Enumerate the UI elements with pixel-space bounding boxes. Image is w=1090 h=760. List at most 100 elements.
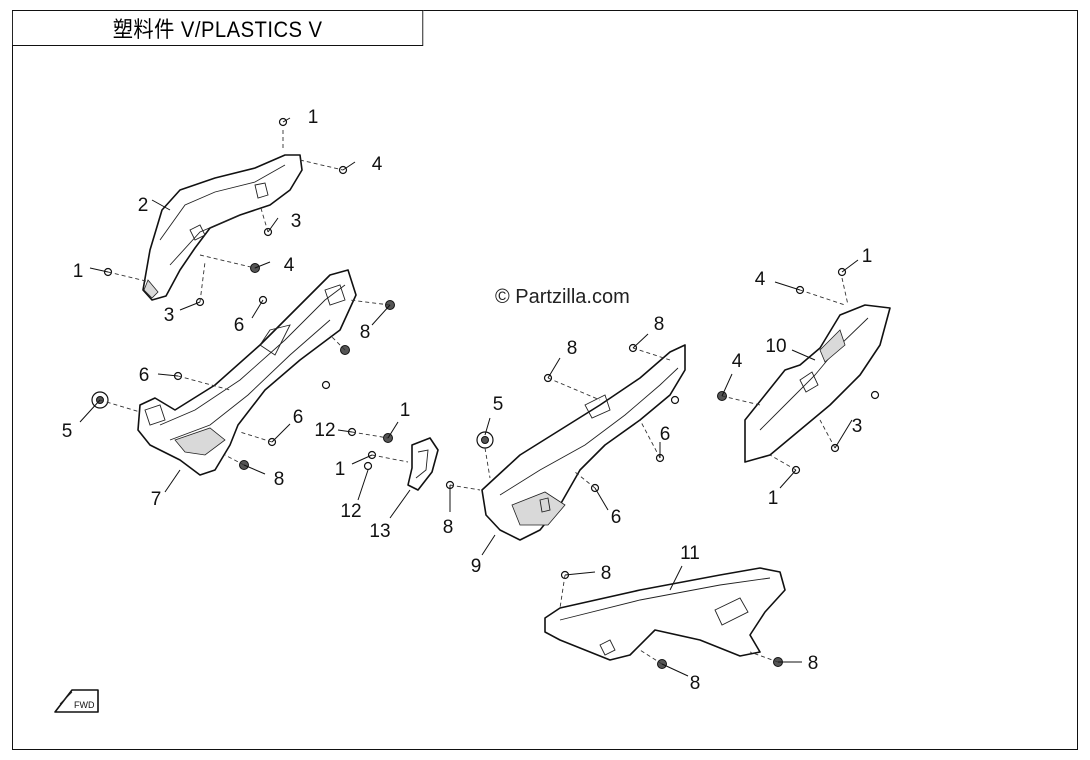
callout-c8d: 8 bbox=[567, 338, 578, 359]
callout-c7: 7 bbox=[151, 489, 162, 510]
alignment-line-27 bbox=[329, 334, 346, 351]
callout-c6d: 6 bbox=[660, 424, 671, 445]
callout-c3c: 3 bbox=[852, 416, 863, 437]
fwd-arrow-symbol: FWD bbox=[54, 689, 99, 713]
leader-line-c8f bbox=[564, 571, 596, 576]
callout-c8h: 8 bbox=[808, 653, 819, 674]
leader-line-c8e bbox=[632, 333, 649, 349]
callout-c6a: 6 bbox=[234, 315, 245, 336]
alignment-line-24 bbox=[639, 649, 663, 665]
leader-line-c1c bbox=[387, 421, 399, 439]
leader-line-c3a bbox=[267, 217, 279, 233]
leader-line-c6e bbox=[594, 487, 609, 511]
leader-line-c5a bbox=[79, 399, 101, 423]
callout-c8g: 8 bbox=[690, 673, 701, 694]
leader-line-c5b bbox=[484, 417, 491, 436]
alignment-line-1 bbox=[299, 159, 344, 171]
drawing-frame bbox=[12, 10, 1078, 750]
alignment-line-2 bbox=[107, 271, 151, 283]
leader-line-c6a bbox=[251, 299, 264, 319]
leader-line-c8d bbox=[547, 357, 561, 379]
callout-c6c: 6 bbox=[293, 407, 304, 428]
leader-line-c10 bbox=[791, 349, 816, 361]
alignment-line-7 bbox=[177, 375, 231, 391]
alignment-line-17 bbox=[574, 471, 596, 489]
callout-c4c: 4 bbox=[732, 351, 743, 372]
callout-c8c: 8 bbox=[443, 517, 454, 538]
callout-c4d: 4 bbox=[755, 269, 766, 290]
part-13-bracket bbox=[407, 437, 439, 491]
alignment-line-19 bbox=[841, 277, 849, 306]
alignment-line-14 bbox=[547, 377, 601, 401]
leader-line-c4d bbox=[774, 281, 801, 291]
leader-line-c1e bbox=[841, 259, 859, 273]
leader-line-c8b bbox=[243, 464, 266, 475]
callout-c3a: 3 bbox=[291, 211, 302, 232]
leader-line-c1d bbox=[351, 454, 373, 465]
callout-c4b: 4 bbox=[284, 255, 295, 276]
fastener-15 bbox=[363, 461, 373, 471]
leader-line-c8a bbox=[371, 304, 391, 326]
alignment-line-5 bbox=[259, 204, 269, 233]
alignment-line-18 bbox=[721, 395, 761, 406]
fwd-label: FWD bbox=[74, 700, 95, 710]
leader-line-c1b bbox=[89, 267, 109, 273]
leader-line-c4b bbox=[254, 261, 271, 269]
leader-line-c6b bbox=[157, 373, 179, 377]
alignment-line-4 bbox=[199, 261, 206, 303]
leader-line-c13 bbox=[389, 489, 411, 519]
alignment-line-9 bbox=[224, 454, 245, 466]
callout-c9: 9 bbox=[471, 556, 482, 577]
leader-line-c1f bbox=[779, 469, 797, 489]
callout-c12b: 12 bbox=[340, 501, 361, 522]
alignment-line-26 bbox=[349, 299, 391, 306]
callout-c13: 13 bbox=[369, 521, 390, 542]
fastener-30 bbox=[321, 380, 331, 390]
alignment-line-20 bbox=[799, 289, 846, 306]
callout-c8e: 8 bbox=[654, 314, 665, 335]
leader-line-c8g bbox=[661, 663, 689, 677]
callout-c8a: 8 bbox=[360, 322, 371, 343]
fasteners-group bbox=[91, 117, 880, 669]
fastener-31 bbox=[670, 395, 680, 405]
leader-line-c11 bbox=[669, 565, 683, 591]
leader-line-c3b bbox=[179, 301, 201, 311]
callout-c5b: 5 bbox=[493, 394, 504, 415]
alignment-line-23 bbox=[559, 574, 566, 609]
alignment-line-3 bbox=[199, 254, 256, 269]
leader-line-c4a bbox=[342, 161, 356, 171]
callout-c4a: 4 bbox=[372, 154, 383, 175]
part-9-center-cover bbox=[481, 344, 686, 541]
callout-c1f: 1 bbox=[768, 488, 779, 509]
callout-c2: 2 bbox=[138, 195, 149, 216]
alignment-line-10 bbox=[351, 431, 389, 439]
leader-line-c3c bbox=[834, 419, 853, 449]
alignment-line-12 bbox=[449, 484, 481, 491]
callout-c1a: 1 bbox=[308, 107, 319, 128]
part-2-upper-left-cover bbox=[142, 154, 303, 301]
callout-c5a: 5 bbox=[62, 421, 73, 442]
callout-c6b: 6 bbox=[139, 365, 150, 386]
callout-c8b: 8 bbox=[274, 469, 285, 490]
leader-line-c1a bbox=[282, 117, 291, 123]
alignment-line-16 bbox=[639, 419, 661, 459]
callout-c12a: 12 bbox=[314, 420, 335, 441]
watermark: © Partzilla.com bbox=[495, 286, 630, 308]
part-10-right-cover bbox=[744, 304, 891, 463]
callout-c3b: 3 bbox=[164, 305, 175, 326]
leader-line-c2 bbox=[151, 199, 171, 211]
fastener-33 bbox=[870, 390, 880, 400]
diagram-title: 塑料件 V/PLASTICS V bbox=[12, 10, 424, 46]
callout-c1e: 1 bbox=[862, 246, 873, 267]
leader-line-c4c bbox=[721, 373, 733, 397]
callout-c8f: 8 bbox=[601, 563, 612, 584]
part-11-chain-guard bbox=[544, 567, 786, 661]
leader-line-c9 bbox=[481, 534, 496, 556]
callout-c1b: 1 bbox=[73, 261, 84, 282]
alignment-lines bbox=[99, 130, 849, 665]
alignment-line-22 bbox=[769, 454, 797, 471]
callout-c6e: 6 bbox=[611, 507, 622, 528]
callout-c11: 11 bbox=[680, 543, 700, 564]
